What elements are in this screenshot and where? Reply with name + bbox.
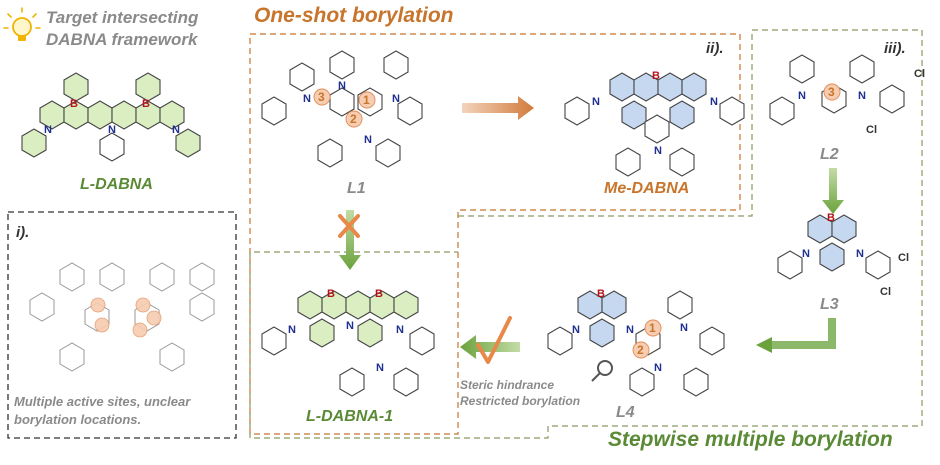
label-me-dabna: Me-DABNA	[604, 180, 690, 197]
panel-i-caption-line1: Multiple active sites, unclear	[14, 394, 191, 409]
atom-n-l3-right: N	[856, 248, 864, 260]
stepwise-title: Stepwise multiple borylation	[608, 428, 893, 451]
atom-n-l-dabna-1-bottom: N	[376, 362, 384, 374]
atom-n-l-dabna-left: N	[44, 124, 52, 136]
atom-n-l4-bottom: N	[654, 362, 662, 374]
arrow-l1-to-me-dabna	[462, 96, 534, 120]
atom-n-l2-left: N	[798, 90, 806, 102]
atom-b-l-dabna-2: B	[142, 98, 150, 110]
arrow-l3-to-l4-head	[756, 337, 772, 353]
atom-n-l-dabna-1-left: N	[288, 324, 296, 336]
molecule-l4	[547, 290, 725, 397]
atom-b-l-dabna-1: B	[70, 98, 78, 110]
arrow-l3-to-l4	[772, 318, 836, 349]
panel-i-label: i).	[16, 224, 30, 241]
steric-line1: Steric hindrance	[460, 378, 555, 392]
atom-n-l4-mid: N	[626, 324, 634, 336]
atom-n-l2-right: N	[858, 90, 866, 102]
atom-cl-l2-top: Cl	[914, 68, 925, 80]
arrow-l2-to-l3	[822, 168, 844, 214]
atom-n-l4-left: N	[572, 324, 580, 336]
molecule-l3	[777, 214, 891, 280]
check-icon	[476, 316, 512, 364]
site-3-l2: 3	[828, 85, 835, 99]
target-title-line2: DABNA framework	[46, 30, 198, 49]
magnifier-icon	[591, 360, 613, 382]
label-l-dabna: L-DABNA	[80, 176, 153, 193]
atom-b-l4: B	[597, 288, 605, 300]
atom-cl-l3-bottom: Cl	[880, 286, 891, 298]
panel-iii-frame	[249, 29, 923, 439]
steric-line2: Restricted borylation	[460, 394, 581, 408]
label-l-dabna-1: L-DABNA-1	[306, 408, 394, 425]
atom-n-l-dabna-1-right: N	[396, 324, 404, 336]
l4-sites	[632, 319, 662, 359]
label-l3: L3	[820, 296, 839, 313]
label-l2: L2	[820, 146, 839, 163]
atom-n-l-dabna-right: N	[172, 124, 180, 136]
site-2-l1: 2	[350, 112, 357, 126]
panel-i-caption-line2: borylation locations.	[14, 412, 142, 427]
atom-n-l4-right: N	[680, 322, 688, 334]
cross-icon	[338, 214, 360, 238]
atom-b-l-dabna-1-2: B	[375, 288, 383, 300]
atom-n-l1-bottom: N	[364, 134, 372, 146]
panel-ii-label: ii).	[706, 40, 724, 57]
molecule-l-dabna	[21, 72, 201, 162]
label-l1: L1	[347, 180, 366, 197]
molecule-l1	[261, 50, 423, 168]
arrow-l1-to-l-dabna-1	[339, 210, 361, 270]
one-shot-title: One-shot borylation	[254, 4, 454, 27]
l2-site	[823, 83, 841, 101]
l1-sites	[313, 88, 376, 128]
atom-cl-l3-top: Cl	[898, 252, 909, 264]
atom-n-l1-left: N	[303, 93, 311, 105]
atom-cl-l2-bottom: Cl	[866, 124, 877, 136]
atom-n-l1-right: N	[392, 93, 400, 105]
label-l4: L4	[616, 404, 635, 421]
atom-n-me-dabna-left: N	[592, 96, 600, 108]
site-3-l1: 3	[318, 90, 325, 104]
atom-n-l1-top: N	[338, 80, 346, 92]
atom-b-me-dabna: B	[652, 70, 660, 82]
site-1-l1: 1	[363, 93, 370, 107]
panel-i-frame	[7, 211, 237, 439]
site-1-l4: 1	[649, 321, 656, 335]
atom-b-l3: B	[827, 212, 835, 224]
atom-n-l-dabna-mid: N	[108, 124, 116, 136]
molecule-me-dabna	[564, 72, 745, 177]
atom-n-l3-left: N	[802, 248, 810, 260]
panel-i-sites	[90, 297, 162, 338]
molecule-i-sketch	[29, 262, 215, 372]
molecule-l-dabna-1	[261, 290, 435, 397]
panel-iii-label: iii).	[884, 40, 906, 57]
atom-n-me-dabna-right: N	[710, 96, 718, 108]
lightbulb-icon	[3, 7, 41, 41]
atom-n-l-dabna-1-mid: N	[346, 320, 354, 332]
target-title-line1: Target intersecting	[46, 8, 199, 27]
arrow-l4-to-l-dabna-1	[460, 335, 520, 359]
atom-n-me-dabna-bottom: N	[654, 145, 662, 157]
atom-b-l-dabna-1-1: B	[327, 288, 335, 300]
site-2-l4: 2	[637, 343, 644, 357]
